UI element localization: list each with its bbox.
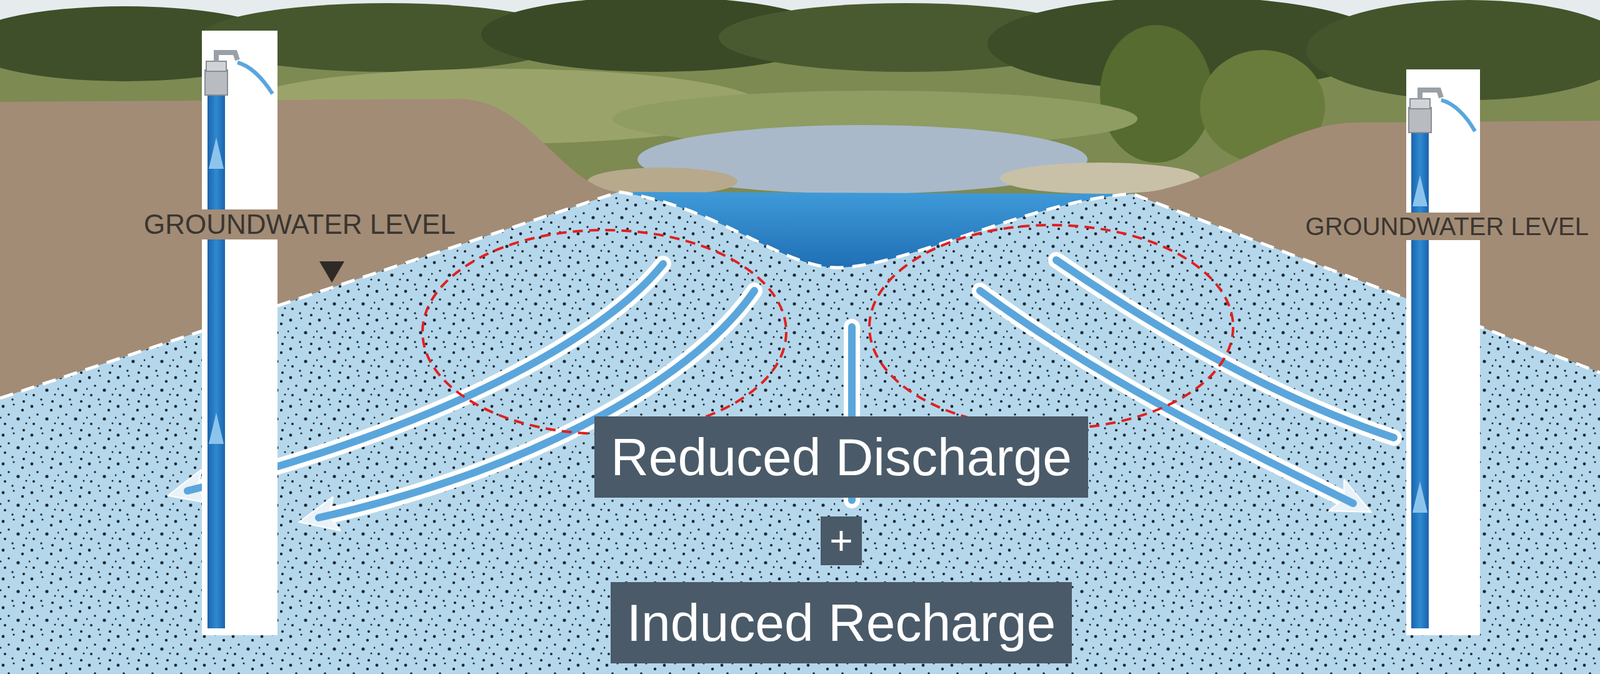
level-label: GROUNDWATER LEVEL — [140, 209, 460, 240]
text-box: Reduced Discharge — [594, 416, 1089, 498]
level-label: GROUNDWATER LEVEL — [1301, 212, 1593, 240]
pumping-well — [1406, 69, 1480, 635]
box-text: Reduced Discharge — [610, 428, 1072, 486]
depletion-zone — [869, 225, 1234, 429]
text-box: Induced Recharge — [610, 581, 1072, 664]
text-box: + — [820, 516, 862, 565]
box-text: + — [829, 518, 853, 563]
flow-arrows — [187, 260, 1394, 518]
depletion-zone — [422, 230, 787, 434]
pumping-well — [201, 30, 278, 635]
box-text: Induced Recharge — [626, 593, 1056, 652]
water-level-marker — [319, 261, 345, 283]
